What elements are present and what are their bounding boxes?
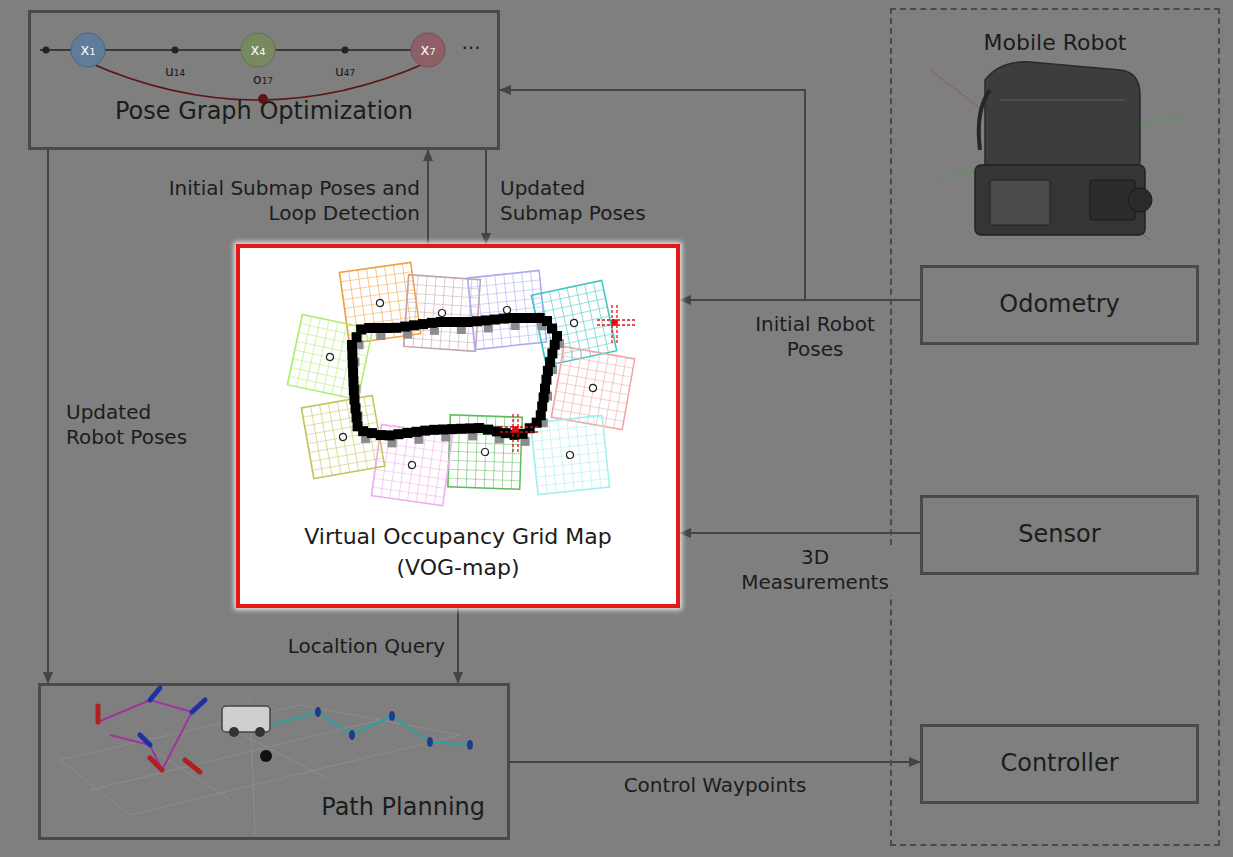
map-box: Virtual Occupancy Grid Map (VOG-map) bbox=[236, 244, 680, 608]
graph-variable: u₄₇ bbox=[335, 63, 355, 81]
occupied-cells bbox=[347, 313, 564, 447]
flow-arrow bbox=[680, 532, 920, 534]
submap-grid bbox=[287, 314, 372, 399]
submap-grids bbox=[287, 262, 634, 505]
edge-label: Initial Robot Poses bbox=[745, 312, 885, 362]
node-title: Virtual Occupancy Grid Map (VOG-map) bbox=[293, 522, 623, 584]
process-box: Path Planning bbox=[38, 683, 510, 840]
submap-grid bbox=[448, 415, 522, 489]
continuation-mark: ... bbox=[461, 30, 480, 55]
submap-grid bbox=[530, 415, 609, 494]
flow-arrow bbox=[510, 761, 920, 763]
factor-graph bbox=[40, 33, 445, 104]
process-box: Sensor bbox=[920, 495, 1199, 575]
submap-grid bbox=[301, 395, 384, 478]
edge-label: Localtion Query bbox=[235, 634, 445, 659]
graph-variable: x₁ bbox=[81, 41, 96, 60]
query-crosshairs bbox=[500, 305, 637, 452]
graph-variable: o₁₇ bbox=[253, 71, 273, 89]
edge-label: Initial Submap Poses and Loop Detection bbox=[158, 176, 420, 226]
graph-variable: x₇ bbox=[421, 41, 436, 60]
flow-arrow bbox=[485, 150, 487, 244]
node-title: Sensor bbox=[1018, 518, 1100, 552]
node-title: Pose Graph Optimization bbox=[115, 95, 413, 129]
edge-label: Updated Robot Poses bbox=[66, 400, 214, 450]
node-title: Controller bbox=[1000, 747, 1118, 781]
graph-variable: x₄ bbox=[251, 41, 266, 60]
node-title: Mobile Robot bbox=[984, 28, 1127, 59]
robot-container: Mobile RobotOdometrySensorController bbox=[890, 8, 1220, 846]
graph-variable: u₁₄ bbox=[165, 63, 185, 81]
robot-illustration bbox=[930, 62, 1185, 240]
flow-arrow bbox=[47, 150, 49, 683]
node-title: Odometry bbox=[999, 288, 1119, 322]
process-box: Controller bbox=[920, 724, 1199, 804]
flow-arrow bbox=[457, 608, 459, 683]
edge-label: Control Waypoints bbox=[580, 773, 850, 798]
edge-label: 3D Measurements bbox=[735, 545, 895, 595]
edge-label: Updated Submap Poses bbox=[500, 176, 658, 226]
flow-arrow bbox=[500, 90, 920, 300]
node-title: Path Planning bbox=[321, 791, 485, 825]
process-box: Odometry bbox=[920, 265, 1199, 345]
map-ground bbox=[238, 246, 678, 606]
flow-arrow bbox=[427, 150, 429, 244]
